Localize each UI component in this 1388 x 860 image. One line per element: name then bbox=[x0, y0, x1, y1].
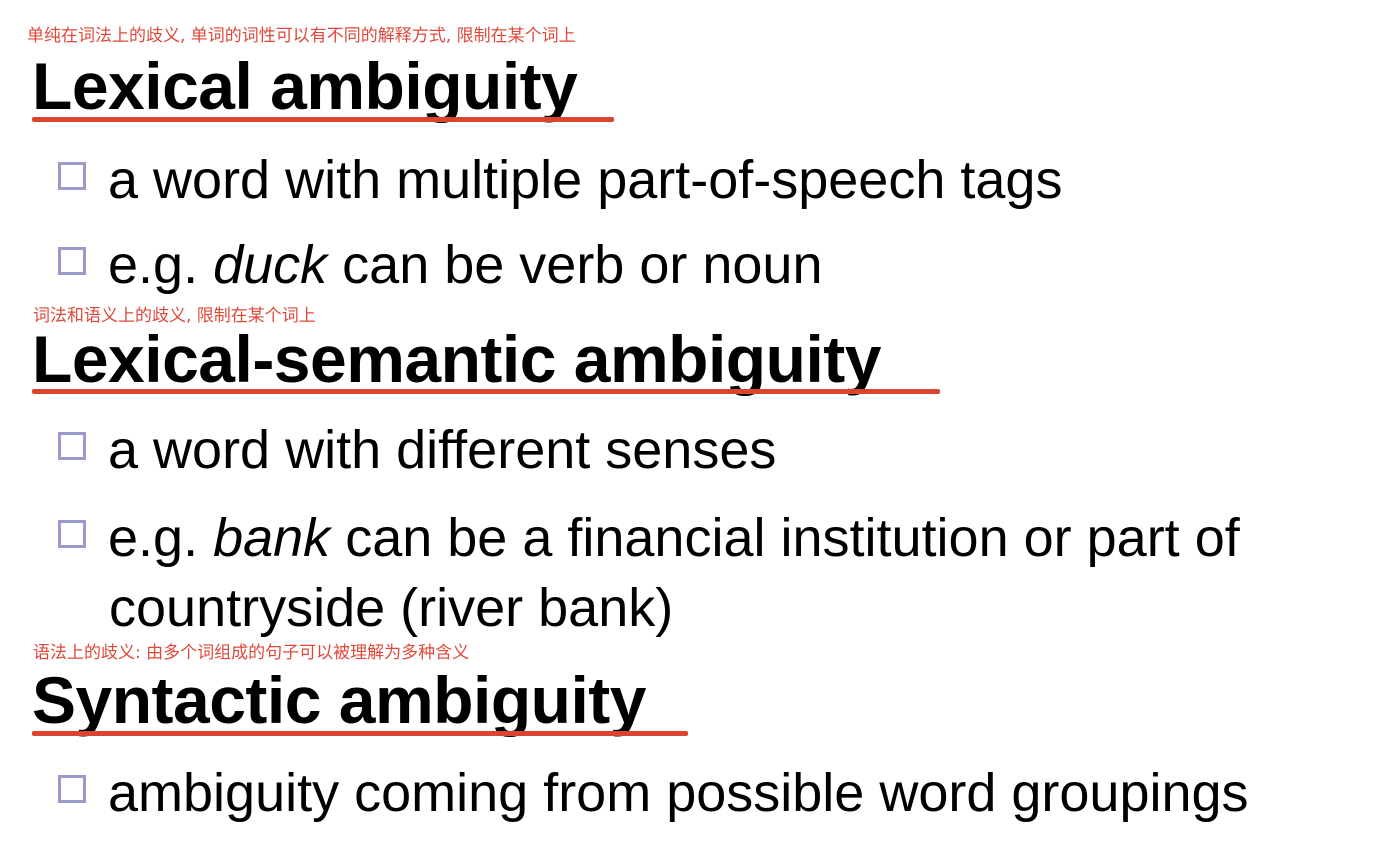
bullet-text: a word with different senses bbox=[108, 420, 777, 480]
heading-lexical-semantic-ambiguity: Lexical-semantic ambiguity bbox=[32, 322, 881, 396]
heading-underline bbox=[32, 117, 614, 122]
example-prefix: e.g. bbox=[108, 235, 214, 295]
annotation-note-syntactic: 语法上的歧义: 由多个词组成的句子可以被理解为多种含义 bbox=[33, 643, 470, 663]
example-prefix: e.g. bbox=[108, 508, 214, 568]
hollow-square-icon bbox=[58, 520, 86, 548]
hollow-square-icon bbox=[58, 775, 86, 803]
bullet-item: a word with multiple part-of-speech tags bbox=[58, 145, 1062, 215]
heading-lexical-ambiguity: Lexical ambiguity bbox=[32, 49, 578, 123]
example-word: bank bbox=[213, 508, 331, 568]
bullet-item: ambiguity coming from possible word grou… bbox=[58, 758, 1249, 828]
bullet-text: ambiguity coming from possible word grou… bbox=[108, 763, 1249, 823]
hollow-square-icon bbox=[58, 432, 86, 460]
annotation-note-lexical-semantic: 词法和语义上的歧义, 限制在某个词上 bbox=[33, 306, 316, 326]
bullet-item: a word with different senses bbox=[58, 415, 776, 485]
bullet-continuation: countryside (river bank) bbox=[109, 578, 674, 638]
annotation-note-lexical: 单纯在词法上的歧义, 单词的词性可以有不同的解释方式, 限制在某个词上 bbox=[27, 26, 576, 46]
hollow-square-icon bbox=[58, 247, 86, 275]
bullet-item: e.g. duck can be verb or noun bbox=[58, 230, 823, 300]
hollow-square-icon bbox=[58, 162, 86, 190]
heading-syntactic-ambiguity: Syntactic ambiguity bbox=[32, 663, 647, 737]
bullet-text: a word with multiple part-of-speech tags bbox=[108, 150, 1063, 210]
example-suffix: can be a financial institution or part o… bbox=[330, 508, 1240, 568]
example-suffix: can be verb or noun bbox=[327, 235, 823, 295]
bullet-item: e.g. bank can be a financial institution… bbox=[58, 503, 1240, 573]
heading-underline bbox=[32, 731, 688, 736]
example-word: duck bbox=[213, 235, 328, 295]
heading-underline bbox=[32, 389, 940, 394]
bullet-text: e.g. duck can be verb or noun bbox=[108, 230, 823, 300]
bullet-text: e.g. bank can be a financial institution… bbox=[108, 503, 1240, 573]
